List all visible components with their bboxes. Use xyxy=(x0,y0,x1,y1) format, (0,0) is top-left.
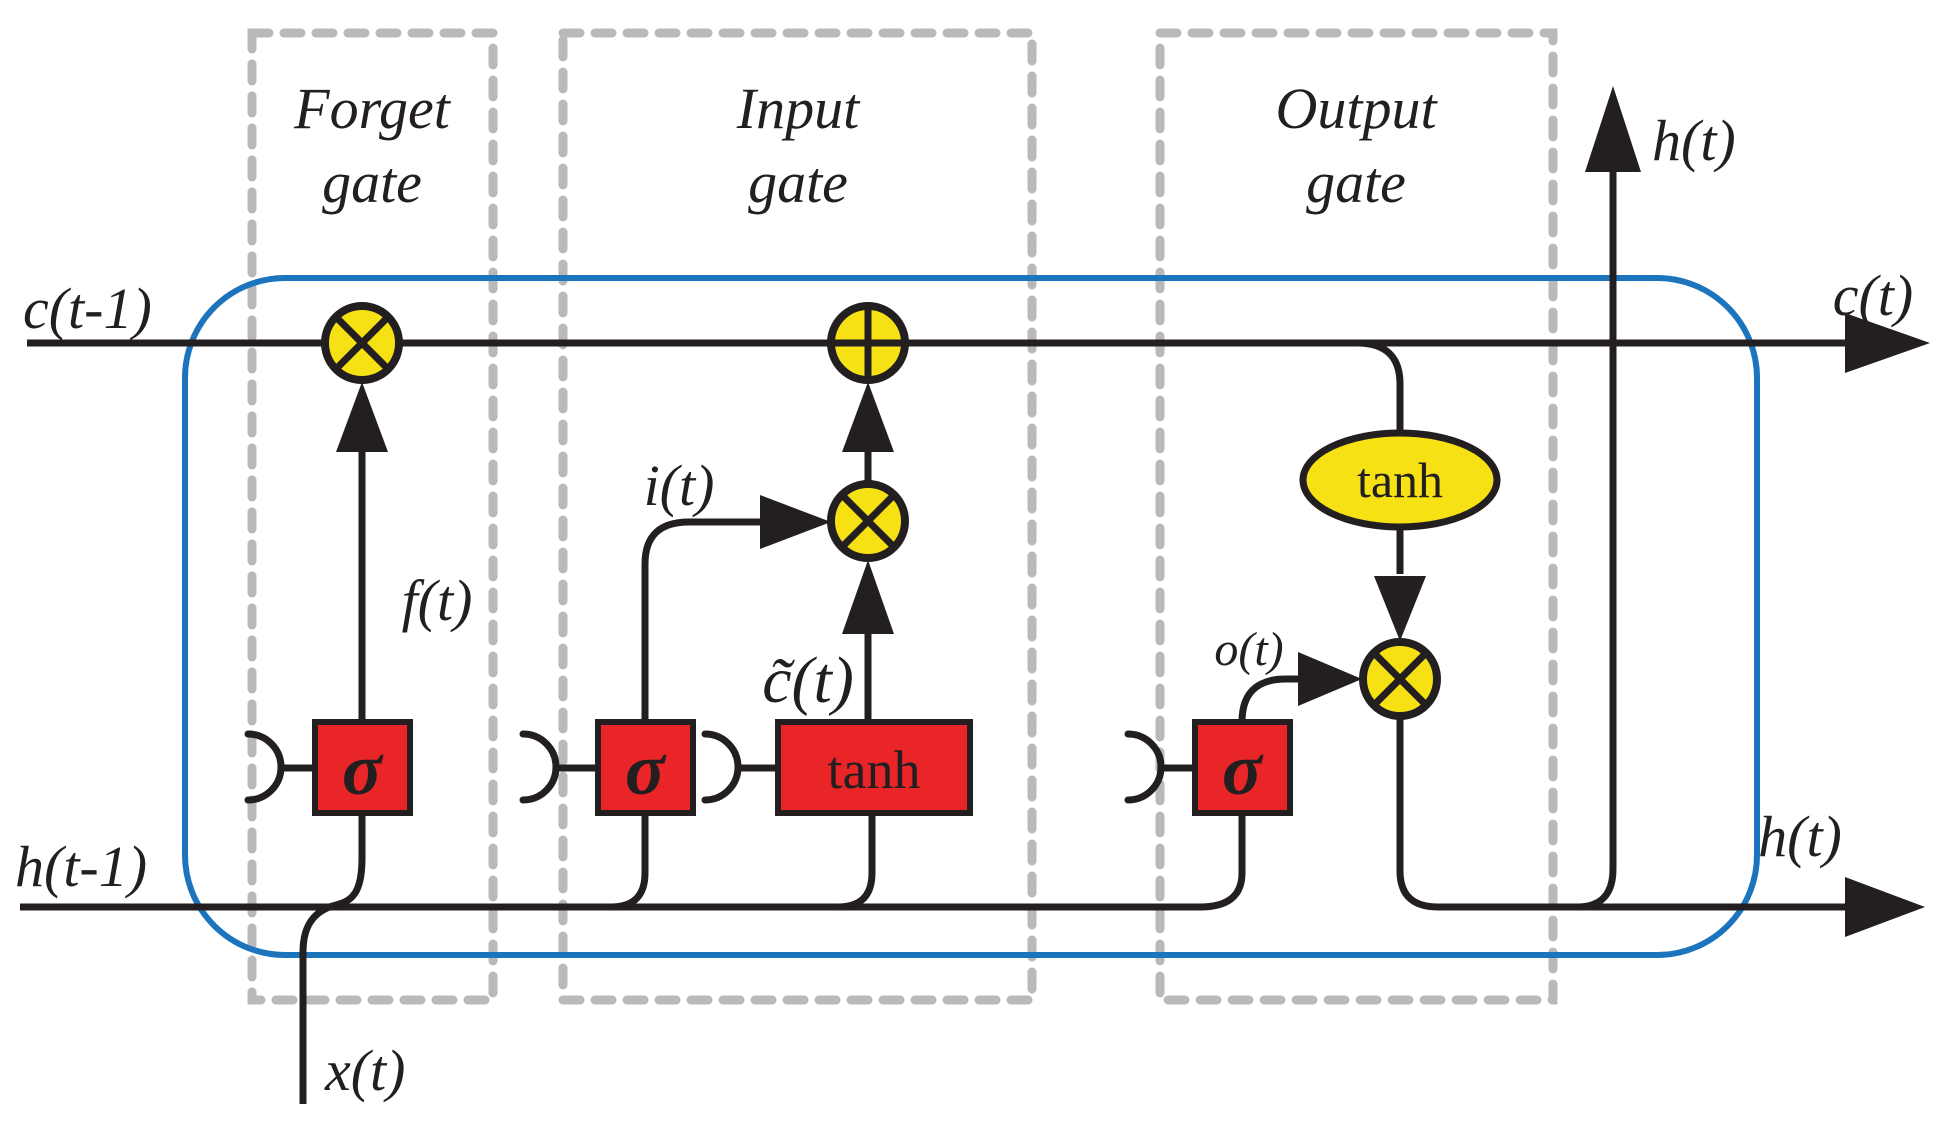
output-sigma-box: σ xyxy=(1192,719,1293,816)
candidate-tanh-box: tanh xyxy=(775,719,973,816)
forget-sigma-box: σ xyxy=(312,719,413,816)
forget-gate-title-line1: Forget xyxy=(293,76,452,141)
input-concat-icon xyxy=(519,730,560,804)
candidate-tanh-rect xyxy=(775,719,973,816)
h-out-wire xyxy=(1396,716,1845,911)
h-top-arrowhead-icon xyxy=(1585,86,1641,172)
forget-gate-box xyxy=(247,28,498,1005)
i-wire xyxy=(641,518,760,722)
x-input-label: x(t) xyxy=(324,1038,406,1103)
multiply-x-icon xyxy=(1372,651,1428,707)
h-riser-wire xyxy=(1576,170,1617,911)
input-gate-box xyxy=(558,28,1037,1005)
input-sigma-box: σ xyxy=(595,719,696,816)
candidate-concat-icon xyxy=(701,730,742,804)
output-sigma-rect xyxy=(1192,719,1293,816)
output-tanh-ellipse: tanh xyxy=(1299,429,1501,531)
h-out-label: h(t) xyxy=(1758,804,1842,869)
o-wire xyxy=(1238,675,1298,723)
input-gate-title-line1: Input xyxy=(736,76,861,141)
forget-sigma-rect xyxy=(312,719,413,816)
h-prev-label: h(t-1) xyxy=(15,834,147,899)
tanh-branch-wire xyxy=(1356,339,1404,433)
i-arrowhead-icon xyxy=(760,495,831,549)
forget-gate-title-line2: gate xyxy=(322,150,422,215)
output-gate-title-line1: Output xyxy=(1275,76,1438,141)
c-prev-label: c(t-1) xyxy=(23,276,152,341)
input-sigma-rect xyxy=(595,719,696,816)
cell-boundary xyxy=(182,275,1760,958)
forget-sigma-label: σ xyxy=(342,729,384,811)
output-gate-box xyxy=(1155,28,1558,1005)
forget-activation-label: f(t) xyxy=(402,568,473,633)
c-out-arrowhead-icon xyxy=(1845,313,1930,373)
add-arrowhead-icon xyxy=(842,382,894,452)
f-arrowhead-icon xyxy=(336,382,388,452)
wires xyxy=(20,86,1930,1104)
forget-multiply-op xyxy=(321,302,403,384)
input-gate-title-line2: gate xyxy=(748,150,848,215)
x-input-wire xyxy=(299,813,366,1104)
o-arrowhead-icon xyxy=(1298,652,1362,706)
tanh-arrowhead-icon xyxy=(1374,576,1426,641)
c-tilde-arrowhead-icon xyxy=(842,560,894,634)
hidden-state-wire xyxy=(20,813,1246,911)
candidate-tanh-label: tanh xyxy=(828,740,921,800)
concat-junctions xyxy=(244,730,1199,804)
input-sigma-drop-wire xyxy=(610,813,649,911)
multiply-x-icon xyxy=(840,493,896,549)
input-sigma-label: σ xyxy=(625,729,667,811)
output-activation-label: o(t) xyxy=(1214,623,1283,676)
tanh-box-drop-wire xyxy=(837,813,876,911)
candidate-label: c̃(t) xyxy=(762,644,854,717)
output-gate-title-line2: gate xyxy=(1306,150,1406,215)
output-tanh-shape xyxy=(1299,429,1501,531)
output-multiply-op xyxy=(1359,638,1441,720)
h-top-label: h(t) xyxy=(1652,108,1736,173)
multiply-x-icon xyxy=(334,315,390,371)
output-tanh-label: tanh xyxy=(1357,452,1443,508)
h-out-arrowhead-icon xyxy=(1845,877,1925,937)
input-multiply-op xyxy=(827,480,909,562)
input-activation-label: i(t) xyxy=(644,453,715,518)
add-op xyxy=(827,302,909,384)
output-sigma-label: σ xyxy=(1222,729,1264,811)
c-out-label: c(t) xyxy=(1833,263,1914,328)
